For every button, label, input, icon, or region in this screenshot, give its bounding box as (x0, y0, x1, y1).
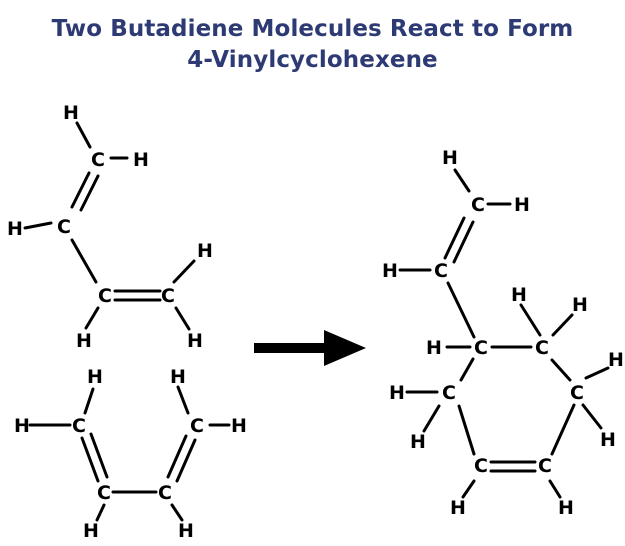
atom-hydrogen: H (133, 149, 149, 171)
atom-carbon: C (442, 382, 456, 404)
atom-carbon: C (158, 482, 172, 504)
atom-carbon: C (57, 216, 71, 238)
atom-hydrogen: H (511, 284, 527, 306)
atom-carbon: C (98, 285, 112, 307)
atom-hydrogen: H (187, 330, 203, 352)
atom-carbon: C (72, 415, 86, 437)
atom-carbon: C (161, 285, 175, 307)
atom-hydrogen: H (170, 366, 186, 388)
atom-hydrogen: H (14, 415, 30, 437)
atom-hydrogen: H (63, 102, 79, 124)
atom-hydrogen: H (231, 415, 247, 437)
atom-hydrogen: H (558, 497, 574, 519)
atom-hydrogen: H (450, 497, 466, 519)
vinylcyclohexene-molecule: H C H H C H H H C C H H C C H H C C H H (382, 147, 624, 519)
atom-carbon: C (471, 194, 485, 216)
atom-hydrogen: H (76, 330, 92, 352)
atom-hydrogen: H (382, 260, 398, 282)
butadiene-molecule-1: H C H H C C C H H H (7, 102, 213, 352)
atom-hydrogen: H (426, 337, 442, 359)
butadiene-molecule-2: H H H C C H C C H H (14, 366, 247, 542)
atom-carbon: C (474, 455, 488, 477)
title-line-2: 4-Vinylcyclohexene (187, 47, 438, 73)
atom-carbon: C (91, 149, 105, 171)
atom-hydrogen: H (410, 431, 426, 453)
atom-hydrogen: H (178, 520, 194, 542)
atom-carbon: C (535, 337, 549, 359)
bonds (28, 385, 231, 522)
atom-carbon: C (474, 337, 488, 359)
page-title: Two Butadiene Molecules React to Form 4-… (0, 14, 625, 76)
atom-carbon: C (190, 415, 204, 437)
atom-hydrogen: H (600, 429, 616, 451)
atom-hydrogen: H (514, 194, 530, 216)
atom-hydrogen: H (7, 218, 23, 240)
atom-carbon: C (570, 382, 584, 404)
bonds (23, 121, 196, 331)
atom-hydrogen: H (442, 147, 458, 169)
atom-hydrogen: H (197, 240, 213, 262)
atom-hydrogen: H (389, 382, 405, 404)
atom-hydrogen: H (608, 349, 624, 371)
right-arrow-icon (254, 330, 366, 366)
atom-carbon: C (97, 482, 111, 504)
atom-hydrogen: H (83, 520, 99, 542)
atom-hydrogen: H (572, 294, 588, 316)
bonds (398, 168, 610, 499)
title-line-1: Two Butadiene Molecules React to Form (51, 16, 574, 42)
atom-hydrogen: H (87, 366, 103, 388)
atom-carbon: C (538, 455, 552, 477)
atom-carbon: C (434, 260, 448, 282)
